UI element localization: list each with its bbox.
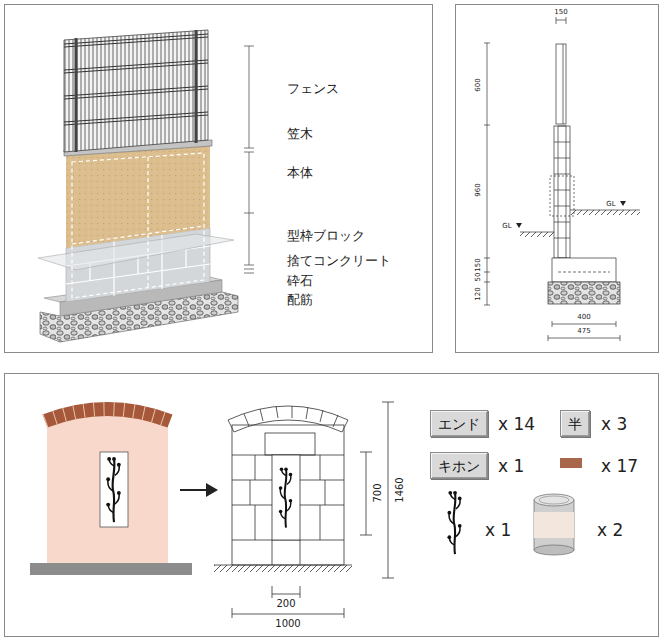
dimension-label: 960 bbox=[475, 183, 482, 196]
quantity-label: x 2 bbox=[597, 522, 623, 539]
quantity-label: x 1 bbox=[485, 522, 511, 539]
quantity-label: x 14 bbox=[498, 416, 535, 433]
part-name: エンド bbox=[438, 417, 480, 431]
block-layout bbox=[214, 402, 394, 618]
part-name: キホン bbox=[438, 459, 480, 473]
leader-bracket bbox=[244, 46, 254, 273]
dimension-label: 150 bbox=[475, 258, 482, 271]
dimension-label: 475 bbox=[577, 328, 590, 335]
dimension-label: GL bbox=[606, 201, 615, 208]
part-label: 笠木 bbox=[287, 127, 313, 140]
dimension-label: 700 bbox=[373, 483, 383, 502]
part-label: 型枠ブロック bbox=[287, 229, 365, 242]
dimension-label: 600 bbox=[475, 78, 482, 91]
vine-icon bbox=[447, 491, 461, 554]
part-box: キホン bbox=[430, 452, 488, 479]
section-drawing bbox=[484, 17, 640, 341]
brick-swatch bbox=[560, 458, 582, 468]
part-name: 半 bbox=[568, 417, 582, 431]
dimension-label: 120 bbox=[475, 287, 482, 300]
gate-wall-render bbox=[30, 409, 192, 575]
part-box: エンド bbox=[430, 410, 488, 437]
wall-illustration bbox=[38, 30, 238, 342]
panel-frames bbox=[5, 5, 659, 637]
dimension-label: 1460 bbox=[395, 477, 405, 502]
part-label: 捨てコンクリート bbox=[287, 254, 391, 267]
vine-figure bbox=[279, 467, 293, 527]
paint-can bbox=[534, 494, 574, 555]
part-label: フェンス bbox=[287, 82, 339, 95]
dimension-label: 1000 bbox=[275, 619, 300, 629]
arrow bbox=[180, 483, 218, 497]
part-box: 半 bbox=[560, 410, 590, 437]
quantity-label: x 1 bbox=[498, 458, 524, 475]
quantity-label: x 17 bbox=[601, 458, 638, 475]
dimension-label: 150 bbox=[554, 9, 567, 16]
dimension-label: 50 bbox=[475, 273, 482, 282]
part-label: 配筋 bbox=[287, 293, 313, 306]
dimension-label: 400 bbox=[577, 314, 590, 321]
part-label: 本体 bbox=[287, 166, 313, 179]
dimension-label: 200 bbox=[276, 599, 295, 609]
part-label: 砕石 bbox=[287, 274, 313, 287]
dimension-label: GL bbox=[502, 223, 511, 230]
quantity-label: x 3 bbox=[601, 416, 627, 433]
